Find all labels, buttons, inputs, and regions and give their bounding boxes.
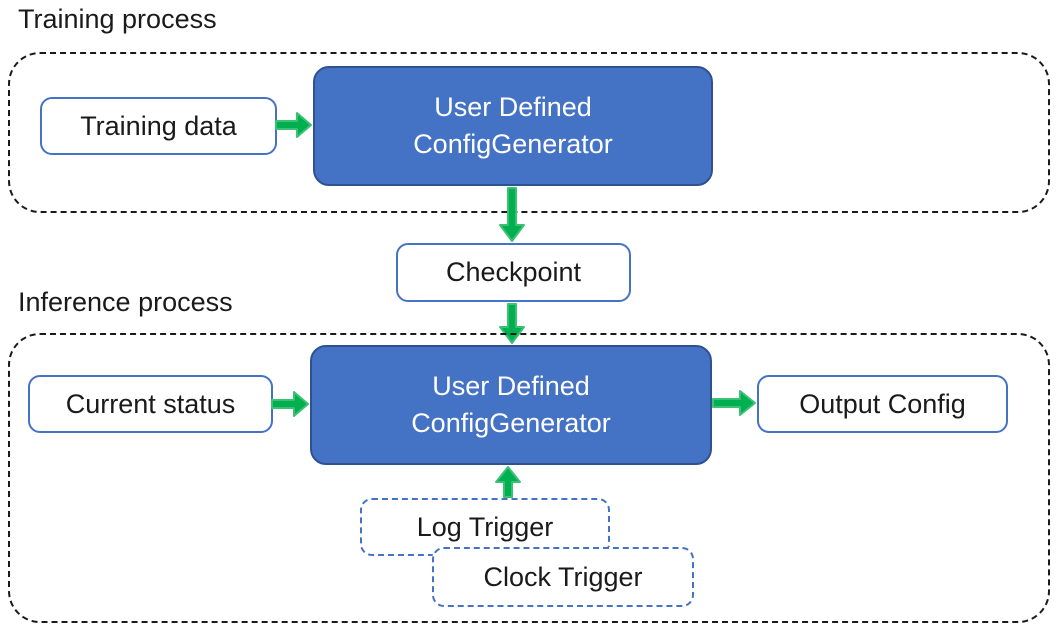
training-data-box: Training data	[40, 97, 277, 155]
training-generator-box: User Defined ConfigGenerator	[313, 66, 713, 186]
checkpoint-label: Checkpoint	[445, 257, 582, 287]
training-generator-label-line2: ConfigGenerator	[413, 129, 613, 159]
arrow-up-icon	[495, 466, 521, 498]
output-config-label: Output Config	[799, 388, 966, 419]
output-config-box: Output Config	[757, 375, 1008, 433]
training-process-container	[8, 52, 1050, 213]
arrow-down-icon	[499, 187, 525, 242]
inference-section-title: Inference process	[18, 287, 233, 317]
clock-trigger-label: Clock Trigger	[483, 561, 643, 592]
checkpoint-box: Checkpoint	[396, 243, 631, 302]
arrow-right-icon	[271, 391, 309, 417]
training-section-title: Training process	[18, 4, 217, 34]
training-generator-label-line1: User Defined	[434, 92, 592, 122]
current-status-box: Current status	[28, 375, 273, 433]
arrow-right-icon	[275, 112, 312, 138]
inference-generator-label-line2: ConfigGenerator	[411, 408, 611, 438]
inference-generator-label-line1: User Defined	[432, 371, 590, 401]
inference-process-container	[8, 333, 1050, 623]
training-data-label: Training data	[80, 110, 237, 141]
arrow-right-icon	[712, 390, 756, 416]
inference-generator-box: User Defined ConfigGenerator	[310, 345, 712, 465]
clock-trigger-box: Clock Trigger	[432, 547, 694, 607]
current-status-label: Current status	[65, 388, 236, 419]
log-trigger-label: Log Trigger	[416, 511, 554, 542]
